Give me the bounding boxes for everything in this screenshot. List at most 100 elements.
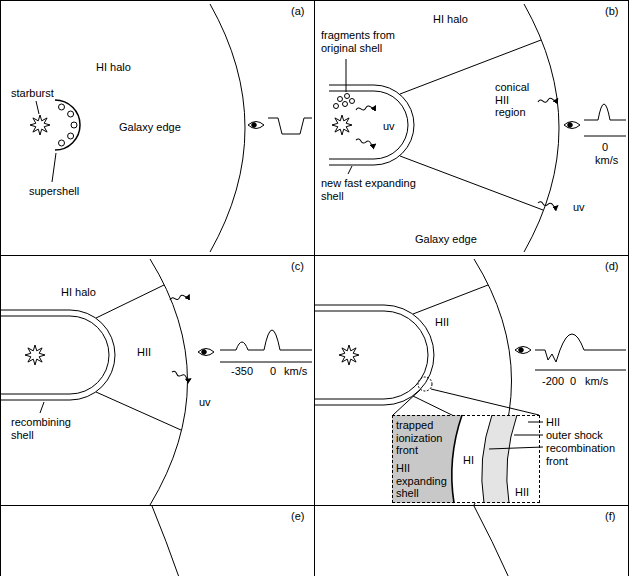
starburst-symbol: [332, 115, 352, 135]
shell-fragment: [345, 94, 350, 99]
radiation-label: uv: [383, 120, 395, 133]
uv-ray: [356, 139, 376, 146]
axis-label: 0: [270, 365, 276, 378]
eye-outline: [564, 122, 580, 129]
radiation-label: uv: [573, 201, 585, 214]
velocity-axis: [584, 136, 626, 137]
eye-symbol: [248, 122, 264, 129]
callout-label: recombining shell: [11, 416, 86, 441]
shell-outer: [1, 310, 115, 400]
eye-symbol: [515, 347, 531, 354]
panel-letter: (b): [605, 5, 618, 18]
region-label: HI: [463, 454, 474, 467]
shell-inner: [1, 316, 109, 394]
shell-fragment: [350, 99, 355, 104]
callout-label: trapped ionization front: [396, 419, 454, 457]
inset-ground: [392, 415, 540, 503]
region-label: HII expanding shell: [396, 462, 454, 500]
shell-outer: [329, 85, 414, 165]
region-label: HI halo: [433, 13, 468, 26]
shell-inner: [315, 311, 428, 399]
velocity-axis: [220, 362, 312, 363]
callout-label: outer shock: [546, 429, 603, 442]
galaxy-edge: [152, 506, 180, 576]
eye-outline: [198, 349, 214, 356]
recombination-front: [482, 415, 492, 503]
uv-ray: [170, 293, 190, 301]
recombination-band: [482, 415, 517, 503]
shell-bubble: [59, 140, 65, 146]
radiation-label: uv: [199, 396, 211, 409]
shell-inner: [329, 91, 408, 159]
axis-label: -350: [231, 365, 253, 378]
eye-pupil: [252, 123, 257, 128]
panel-box: (a)HI halostarburstGalaxy edgesupershell: [0, 0, 315, 256]
zoom-leader: [431, 389, 539, 415]
shell-bubble: [71, 122, 77, 128]
emission-spectrum: [220, 330, 312, 350]
shell-fragment: [338, 97, 343, 102]
panel-box: (d)HII-2000km/sHIIouter shockrecombinati…: [314, 255, 629, 506]
starburst-symbol: [30, 115, 50, 135]
eye-pupil: [568, 123, 573, 128]
axis-label: 0: [570, 375, 576, 388]
cone-boundary: [96, 285, 164, 318]
zoom-circle: [418, 377, 432, 391]
uv-ray: [538, 202, 558, 208]
cone-boundary: [413, 285, 488, 314]
axis-label: km/s: [585, 375, 608, 388]
galaxy-edge: [210, 4, 245, 252]
callout-label: new fast expanding shell: [321, 177, 421, 202]
panel-letter: (f): [605, 510, 615, 523]
galaxy-edge: [150, 259, 188, 505]
galaxy-edge: [524, 4, 559, 252]
cone-boundary: [400, 156, 543, 210]
panel-box: (b) HI halo fragments from original shell c…: [314, 0, 629, 256]
absorption-emission-spectrum: [535, 334, 626, 362]
shell-fragment: [343, 102, 348, 107]
shell-outer: [315, 305, 434, 405]
callout-label: fragments from original shell: [321, 29, 426, 54]
axis-label: km/s: [595, 154, 618, 167]
eye-symbol: [564, 122, 580, 129]
eye-outline: [515, 347, 531, 354]
panel-letter: (c): [291, 260, 304, 273]
region-label: conical HII region: [495, 81, 539, 119]
region-label: Galaxy edge: [415, 233, 477, 246]
uv-ray: [171, 371, 191, 381]
shell-bubble: [68, 111, 74, 117]
region-label: Galaxy edge: [119, 121, 181, 134]
axis-label: km/s: [284, 365, 307, 378]
shell-bubble: [59, 104, 65, 110]
supershell: [55, 100, 80, 150]
leader-line: [514, 435, 543, 436]
shell-bubble: [68, 133, 74, 139]
panel-box: (f): [314, 505, 629, 576]
expanding-shell-band: [392, 415, 462, 503]
leader-line: [40, 402, 44, 413]
callout-label: HII: [546, 416, 560, 429]
galaxy-edge: [474, 506, 510, 576]
eye-outline: [248, 122, 264, 129]
leader-line: [489, 447, 543, 449]
velocity-axis: [535, 370, 626, 371]
starburst-symbol: [339, 345, 359, 365]
zoom-leader: [393, 390, 420, 415]
cone-boundary: [96, 392, 181, 430]
axis-label: 0: [602, 141, 608, 154]
region-label: HII: [137, 346, 151, 359]
leader-line: [346, 59, 347, 92]
absorption-spectrum: [268, 118, 312, 134]
callout-label: recombination front: [546, 442, 626, 467]
axis-label: -200: [542, 375, 564, 388]
eye-pupil: [519, 348, 524, 353]
region-label: HI halo: [61, 286, 96, 299]
region-label: HII: [435, 316, 449, 329]
panel-letter: (a): [291, 5, 304, 18]
panel-box: (e): [0, 505, 315, 576]
callout-label: supershell: [29, 185, 79, 198]
uv-ray: [356, 104, 376, 111]
leader-line: [36, 101, 39, 114]
uv-ray: [538, 97, 558, 103]
